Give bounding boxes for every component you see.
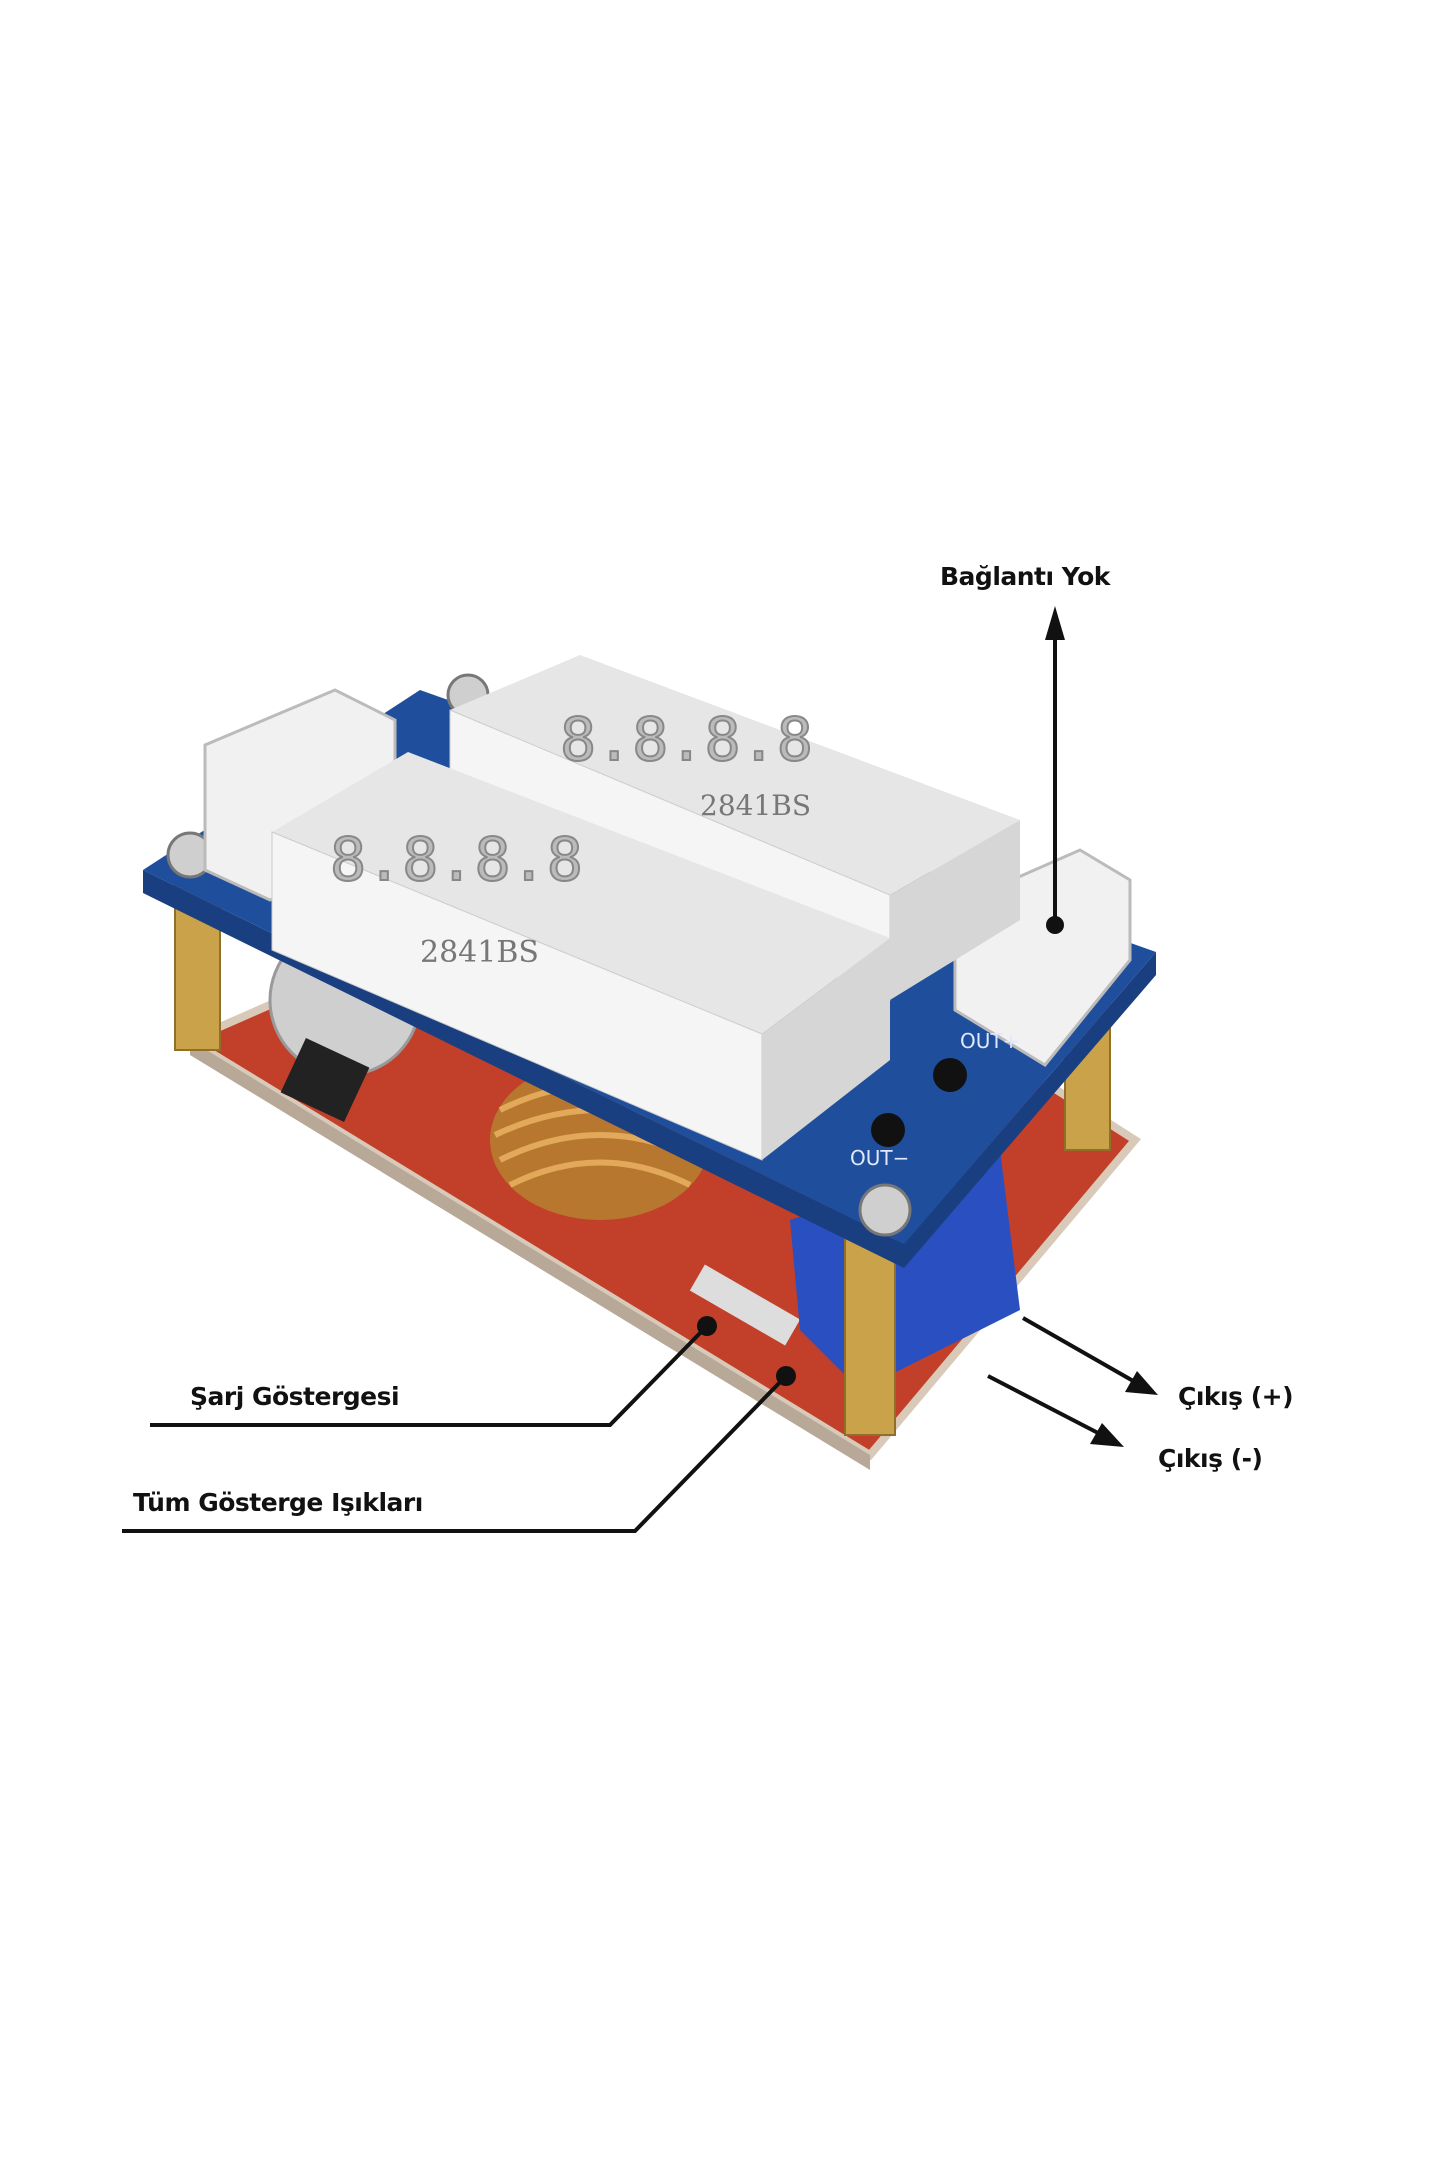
smd-leds [689, 1264, 801, 1346]
standoff [844, 1229, 896, 1436]
front-display-digits: 8.8.8.8 [330, 825, 583, 895]
charge-indicator-leader [150, 1316, 717, 1427]
front-display [271, 752, 890, 1161]
red-pcb-edge [190, 1040, 870, 1470]
output-plus-arrow [1022, 1316, 1158, 1395]
label-charge-indicator: Şarj Göstergesi [190, 1382, 400, 1411]
silk-out-plus: OUT+ [960, 1029, 1019, 1053]
front-display-model: 2841BS [420, 935, 539, 970]
mount-hole [871, 1113, 905, 1147]
chip [280, 1038, 370, 1122]
mount-hole [933, 1058, 967, 1092]
label-output-minus: Çıkış (-) [1158, 1444, 1263, 1473]
no-connection-arrow [1045, 606, 1065, 934]
all-indicators-leader [122, 1366, 796, 1533]
output-minus-arrow [987, 1374, 1124, 1447]
silk-out-minus: OUT− [850, 1146, 909, 1170]
screw [858, 1183, 912, 1237]
back-display-digits: 8.8.8.8 [560, 705, 813, 775]
label-output-plus: Çıkış (+) [1178, 1382, 1294, 1411]
label-no-connection: Bağlantı Yok [940, 562, 1110, 591]
label-all-indicator-lights: Tüm Gösterge Işıkları [133, 1488, 423, 1517]
back-display-model: 2841BS [700, 789, 811, 822]
